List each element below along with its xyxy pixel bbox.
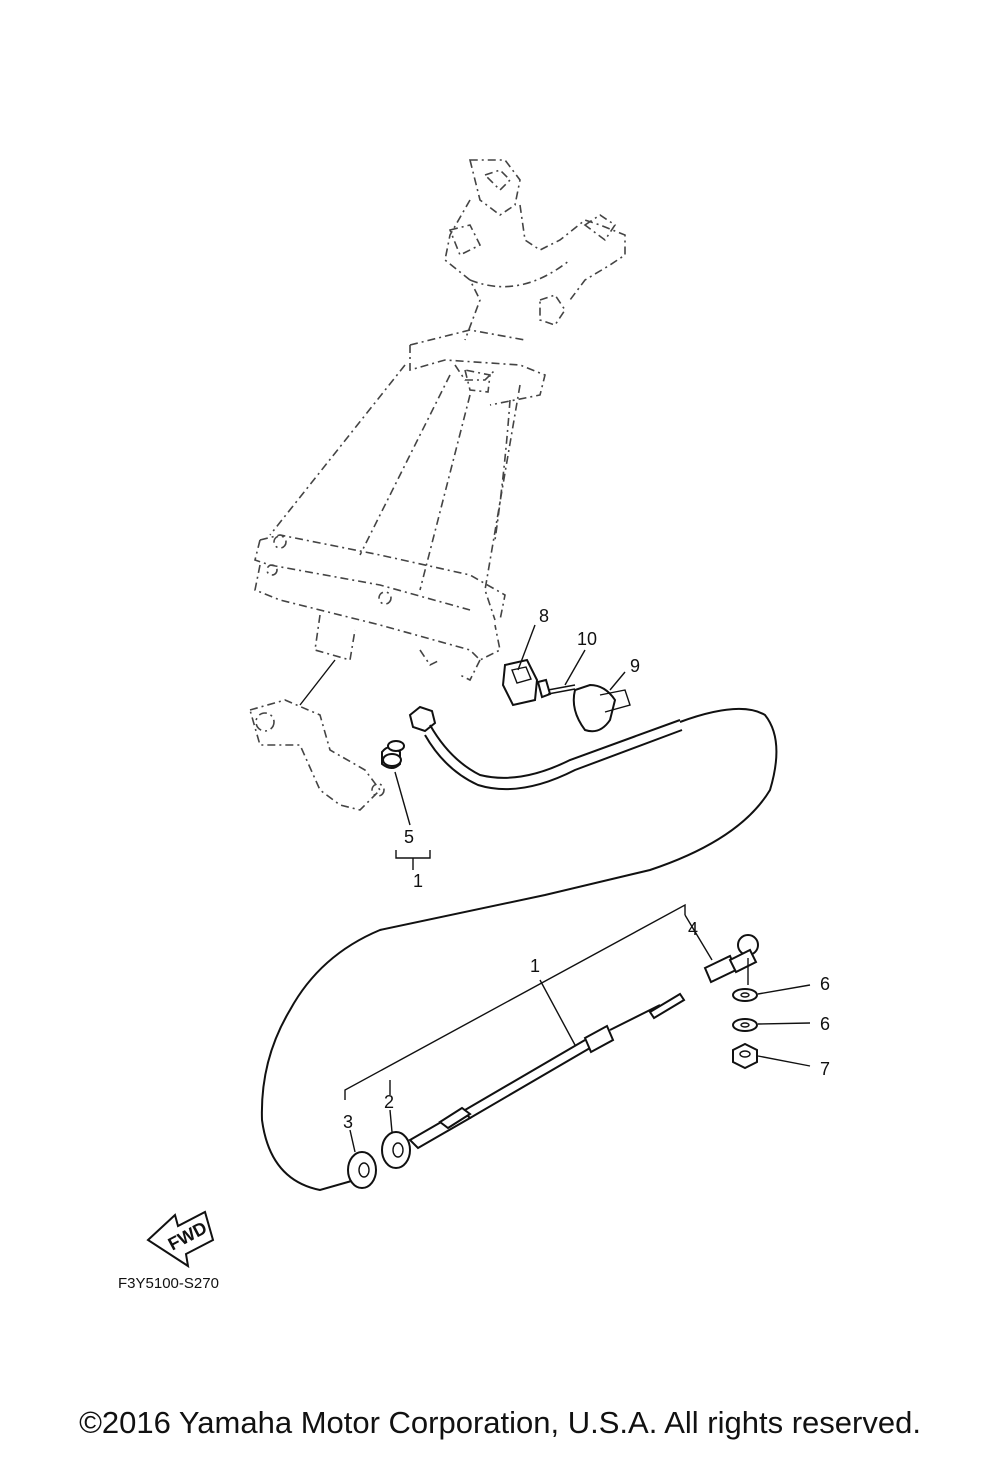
callout-9: 9 [630,656,640,676]
callout-4: 4 [688,919,698,939]
diagram-code: F3Y5100-S270 [118,1275,219,1292]
steering-column-phantom [254,159,626,682]
washer-part-6a [732,984,811,1002]
cable-end-assembly [408,979,686,1150]
callout-3: 3 [343,1112,353,1132]
washer-part-2 [381,1109,411,1169]
cable-clamp-part-8 [501,624,539,707]
steering-cable-part-1 [260,705,778,1192]
callout-10: 10 [577,629,597,649]
rod-end-part-4 [703,934,759,985]
washer-part-6b [732,1018,811,1032]
nut-part-7 [732,1042,811,1070]
fwd-arrow-icon: FWD [146,1210,215,1269]
seal-part-3 [347,1129,377,1189]
callout-6-lower: 6 [820,1014,830,1034]
copyright-notice: ©2016 Yamaha Motor Corporation, U.S.A. A… [79,1405,921,1440]
cable-band-part-9 [572,671,631,733]
callout-1-upper: 1 [413,871,423,891]
clamp-bolt-part-10 [536,649,586,699]
callout-1-lower: 1 [530,956,540,976]
steering-arm-phantom [249,659,385,811]
assembly-brackets [344,903,713,1100]
ball-joint-part-5 [381,740,431,870]
callout-7: 7 [820,1059,830,1079]
callout-8: 8 [539,606,549,626]
callout-6-upper: 6 [820,974,830,994]
callout-2: 2 [384,1092,394,1112]
callout-5: 5 [404,827,414,847]
